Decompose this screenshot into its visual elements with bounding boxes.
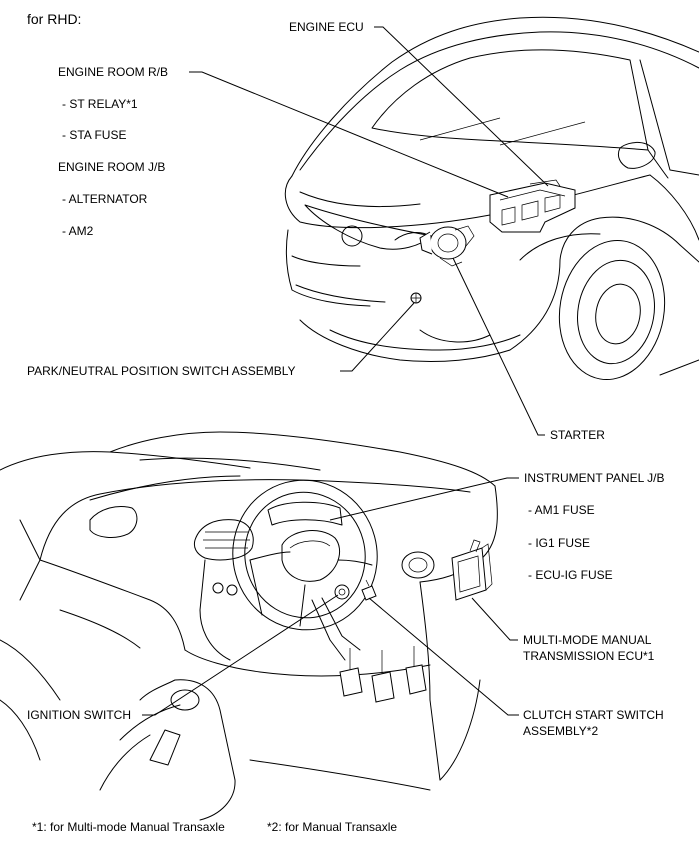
park-neutral-switch-part bbox=[410, 292, 422, 304]
footnote-1: *1: for Multi-mode Manual Transaxle bbox=[32, 820, 225, 834]
engine-ecu-label: ENGINE ECU bbox=[289, 20, 364, 34]
st-relay-label: - ST RELAY*1 bbox=[62, 97, 138, 111]
ignition-switch-label: IGNITION SWITCH bbox=[27, 708, 131, 722]
clutch-start-switch-label-line2: ASSEMBLY*2 bbox=[523, 724, 599, 738]
footnote-2: *2: for Manual Transaxle bbox=[267, 820, 398, 834]
clutch-start-switch-label-line1: CLUTCH START SWITCH bbox=[523, 708, 664, 722]
am2-label: - AM2 bbox=[62, 224, 94, 238]
engine-room-jb-label: ENGINE ROOM J/B bbox=[58, 160, 166, 174]
diagram-header: for RHD: bbox=[27, 11, 82, 27]
vehicle-exterior-illustration bbox=[284, 16, 699, 381]
clutch-start-switch-part bbox=[361, 579, 377, 601]
alternator-label: - ALTERNATOR bbox=[62, 192, 148, 206]
am1-fuse-label: - AM1 FUSE bbox=[528, 503, 595, 517]
mmt-ecu-part bbox=[451, 539, 493, 601]
vehicle-interior-illustration bbox=[0, 431, 498, 821]
ignition-switch-part bbox=[334, 584, 350, 600]
sta-fuse-label: - STA FUSE bbox=[62, 128, 127, 142]
engine-room-relay-block-part bbox=[489, 179, 576, 233]
mmt-ecu-label-line1: MULTI-MODE MANUAL bbox=[523, 633, 652, 647]
starter-part bbox=[419, 225, 475, 267]
mmt-ecu-label-line2: TRANSMISSION ECU*1 bbox=[523, 649, 655, 663]
instrument-panel-jb-label: INSTRUMENT PANEL J/B bbox=[524, 471, 665, 485]
ig1-fuse-label: - IG1 FUSE bbox=[528, 536, 591, 550]
park-neutral-switch-label: PARK/NEUTRAL POSITION SWITCH ASSEMBLY bbox=[27, 364, 296, 378]
leader-lines bbox=[142, 26, 549, 716]
engine-room-rb-label: ENGINE ROOM R/B bbox=[58, 65, 169, 79]
starter-label: STARTER bbox=[550, 428, 605, 442]
ecu-ig-fuse-label: - ECU-IG FUSE bbox=[528, 568, 613, 582]
